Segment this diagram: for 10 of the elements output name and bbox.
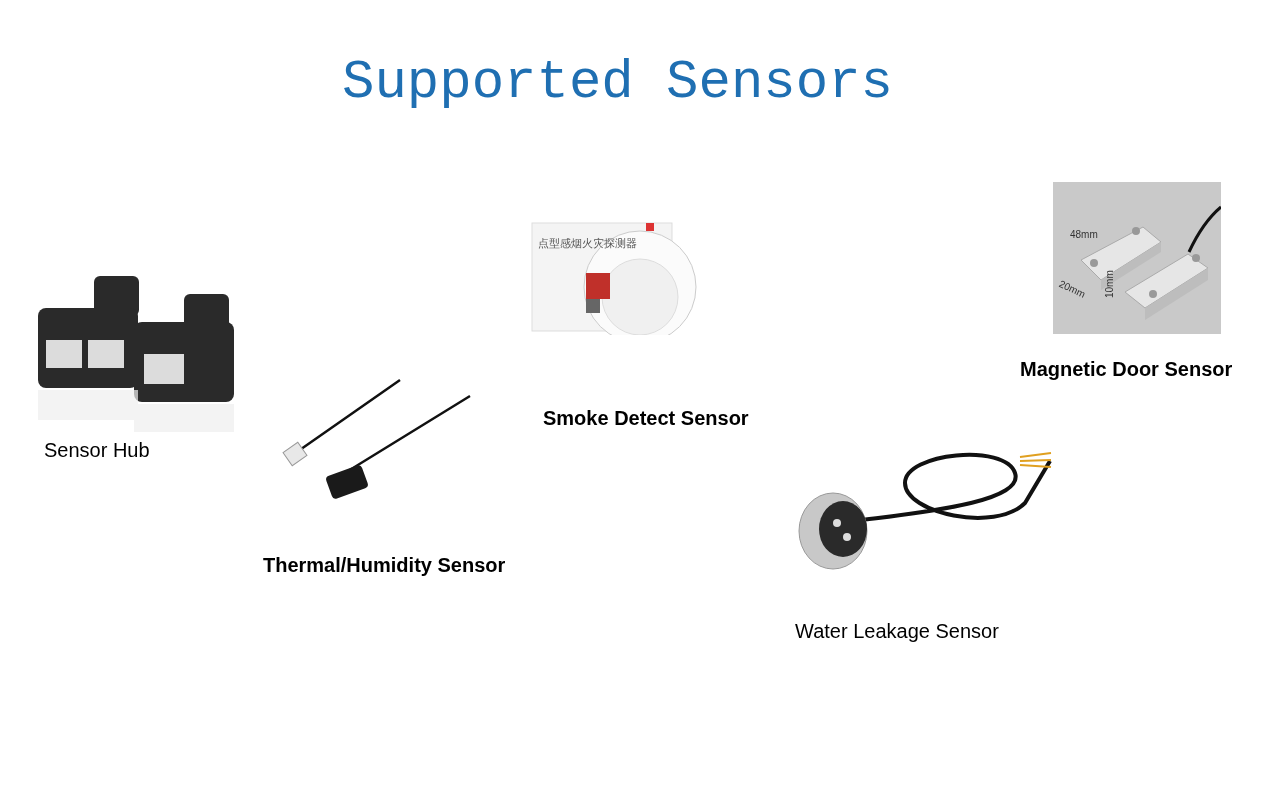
title: Supported Sensors (341, 52, 894, 113)
dimension-text: 10mm (1104, 270, 1115, 298)
caption: Magnetic Door Sensor (1020, 358, 1233, 381)
caption: Thermal/Humidity Sensor (263, 554, 506, 577)
caption: Smoke Detect Sensor (543, 407, 749, 430)
dimension-text: 20mm (1057, 278, 1088, 300)
packaging-text: 点型感烟火灾探测器 (538, 236, 637, 251)
caption: Sensor Hub (44, 439, 150, 462)
caption: Water Leakage Sensor (795, 620, 999, 643)
dimension-text: 48mm (1070, 229, 1098, 240)
